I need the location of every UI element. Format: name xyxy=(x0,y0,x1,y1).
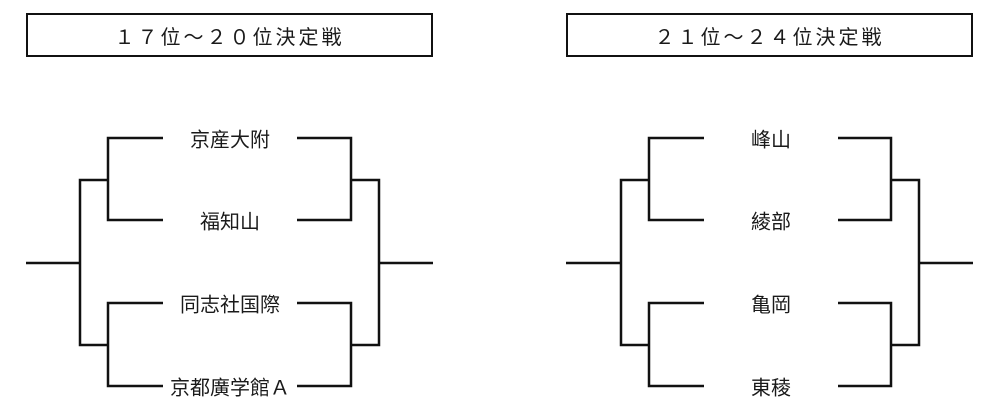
right-semifinal-right-connector xyxy=(891,178,921,347)
right-pair1-right-connector xyxy=(838,136,893,222)
team-name: 福知山 xyxy=(200,209,260,234)
left-pair1-left-connector xyxy=(106,136,163,222)
left-bracket-lines xyxy=(26,136,433,388)
team-name: 同志社国際 xyxy=(180,292,280,317)
left-pair2-right-connector xyxy=(297,301,353,388)
team-name: 東稜 xyxy=(751,375,791,400)
left-pair1-right-connector xyxy=(297,136,353,222)
bracket-title-21-24: ２１位～２４位決定戦 xyxy=(566,13,973,57)
left-pair2-left-connector xyxy=(106,301,163,388)
bracket-title-text: １７位～２０位決定戦 xyxy=(114,24,345,49)
team-name: 亀岡 xyxy=(751,292,791,317)
left-semifinal-right-connector xyxy=(351,178,381,347)
right-pair2-left-connector xyxy=(647,301,704,388)
right-pair1-left-connector xyxy=(647,136,704,222)
team-name: 綾部 xyxy=(751,209,791,234)
right-pair2-right-connector xyxy=(838,301,893,388)
right-semifinal-left-connector xyxy=(619,178,649,347)
team-name: 京都廣学館Ａ xyxy=(170,375,290,400)
team-name: 峰山 xyxy=(751,127,791,152)
team-name: 京産大附 xyxy=(190,127,270,152)
left-semifinal-left-connector xyxy=(78,178,108,347)
bracket-title-text: ２１位～２４位決定戦 xyxy=(654,24,885,49)
right-bracket-lines xyxy=(566,136,973,388)
bracket-title-17-20: １７位～２０位決定戦 xyxy=(26,13,433,57)
